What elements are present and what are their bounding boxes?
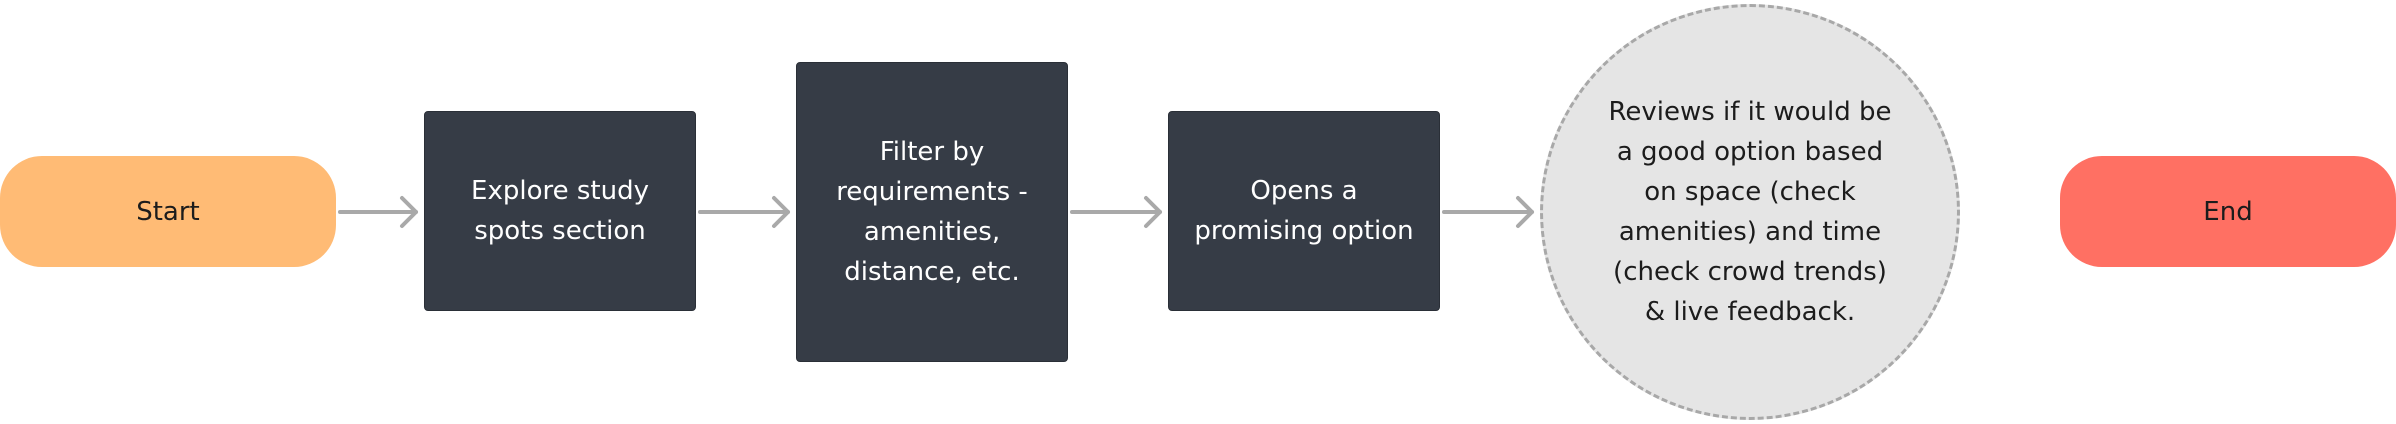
step-review-option: Reviews if it would be a good option bas… (1540, 4, 1960, 420)
step-filter-requirements: Filter by requirements - amenities, dist… (796, 62, 1068, 362)
step-review-label: Reviews if it would be a good option bas… (1608, 97, 1892, 327)
arrow-explore-to-filter (698, 196, 790, 228)
arrow-opens-to-reviews (1442, 196, 1534, 228)
arrow-filter-to-opens (1070, 196, 1162, 228)
step-opens-option: Opens a promising option (1168, 111, 1440, 311)
step-opens-label: Opens a promising option (1194, 176, 1414, 246)
step-explore-study-spots: Explore study spots section (424, 111, 696, 311)
start-label: Start (136, 196, 200, 227)
step-filter-label: Filter by requirements - amenities, dist… (836, 137, 1028, 287)
arrow-start-to-explore (338, 196, 418, 228)
end-label: End (2203, 196, 2253, 227)
start-node: Start (0, 156, 336, 267)
step-explore-label: Explore study spots section (471, 176, 649, 246)
end-node: End (2060, 156, 2396, 267)
